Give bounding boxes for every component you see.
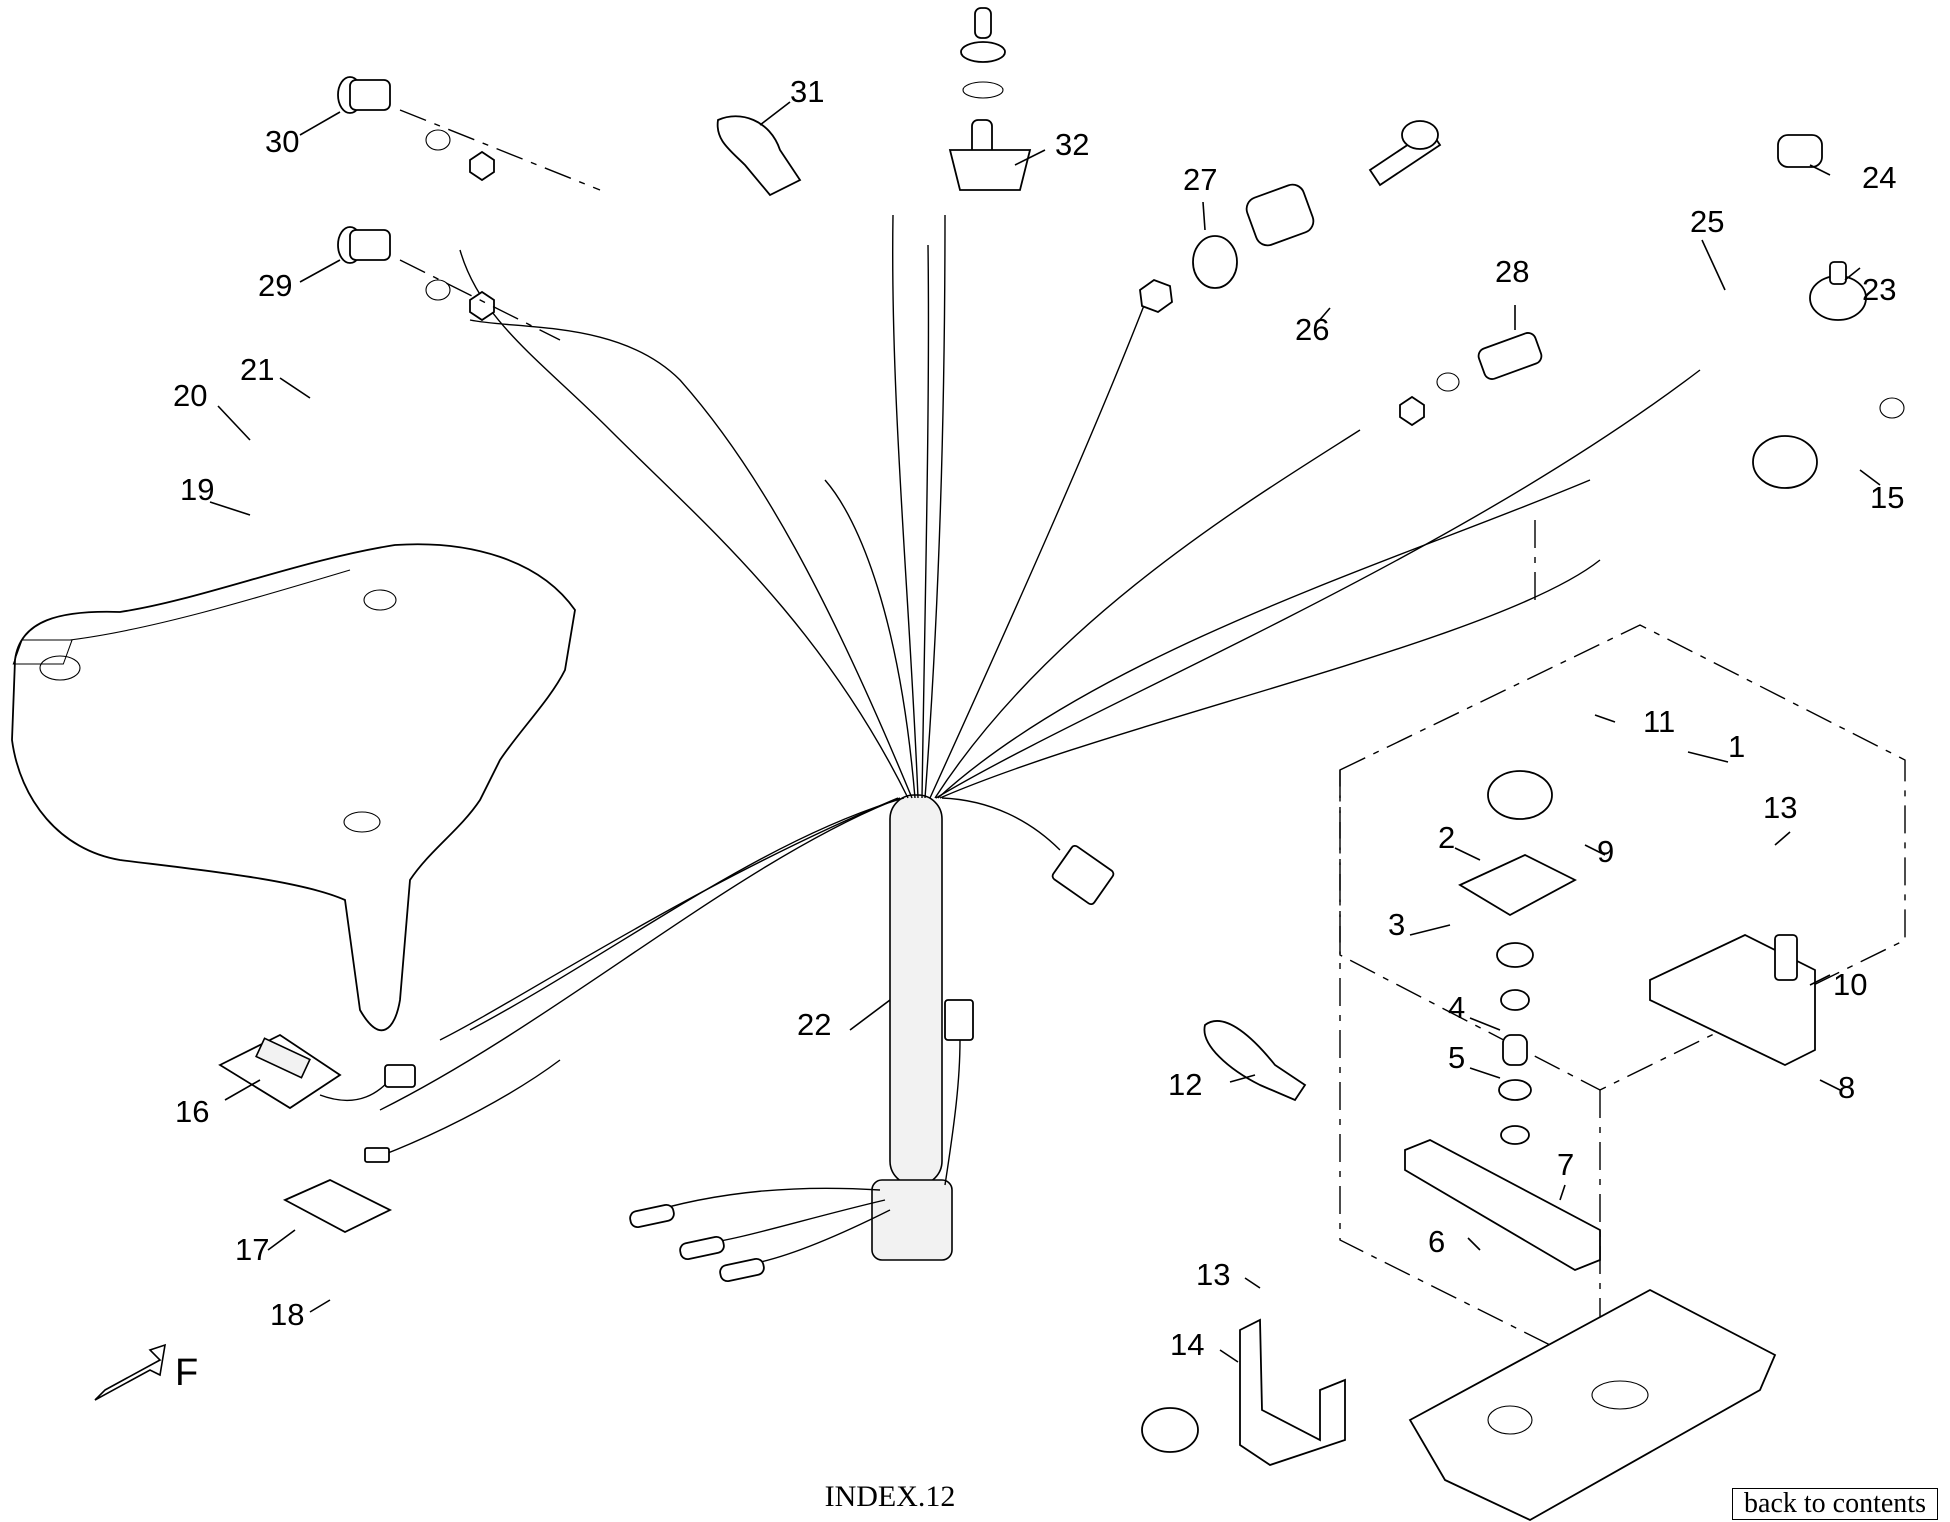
- potentiometer-15: [1752, 397, 1905, 489]
- callout-10: 10: [1833, 967, 1867, 1002]
- front-direction-arrow: [94, 1343, 167, 1401]
- callout-3: 3: [1388, 907, 1405, 942]
- callout-32: 32: [1055, 127, 1089, 162]
- key-switch-26: [1139, 120, 1442, 314]
- callouts: 1 2 3 4 5 6 7 8 9 10 11 12 13 13 14 15 1…: [173, 74, 1904, 1394]
- callout-30: 30: [265, 124, 299, 159]
- callout-8: 8: [1838, 1070, 1855, 1105]
- callout-5: 5: [1448, 1040, 1465, 1075]
- potentiometer-23: [1809, 261, 1867, 321]
- callout-13a: 13: [1763, 790, 1797, 825]
- callout-20: 20: [173, 378, 207, 413]
- toggle-switch-32: [948, 7, 1032, 191]
- callout-12: 12: [1168, 1067, 1202, 1102]
- callout-2: 2: [1438, 820, 1455, 855]
- callout-9: 9: [1597, 834, 1614, 869]
- callout-26: 26: [1295, 312, 1329, 347]
- leader-lines: [209, 101, 1881, 1363]
- plug-28: [1399, 332, 1543, 427]
- callout-27: 27: [1183, 162, 1217, 197]
- callout-7: 7: [1557, 1147, 1574, 1182]
- lever-assembly: [1203, 770, 1601, 1271]
- callout-1: 1: [1728, 729, 1745, 764]
- direction-label: F: [175, 1352, 198, 1394]
- callout-16: 16: [175, 1094, 209, 1129]
- wire-harness: [379, 214, 1701, 1282]
- bracket-8: [1649, 933, 1816, 1067]
- callout-6: 6: [1428, 1224, 1445, 1259]
- callout-21: 21: [240, 352, 274, 387]
- callout-31: 31: [790, 74, 824, 109]
- callout-4: 4: [1448, 990, 1465, 1025]
- console-cover: [11, 543, 576, 1032]
- callout-29: 29: [258, 268, 292, 303]
- callout-25: 25: [1690, 204, 1724, 239]
- callout-11: 11: [1643, 704, 1675, 739]
- assembly-outline-lower: [1339, 770, 1621, 1381]
- display-board: [218, 1033, 416, 1110]
- callout-19: 19: [180, 472, 214, 507]
- bracket-31: [716, 115, 802, 197]
- callout-24: 24: [1862, 160, 1896, 195]
- callout-13b: 13: [1196, 1257, 1230, 1292]
- back-to-contents-link[interactable]: back to contents: [1732, 1488, 1938, 1520]
- clip-10: [1774, 934, 1798, 981]
- callout-22: 22: [797, 1007, 831, 1042]
- index-label: INDEX.12: [824, 1480, 956, 1513]
- callout-15: 15: [1870, 480, 1904, 515]
- switch-30: [337, 76, 495, 182]
- callout-23: 23: [1862, 272, 1896, 307]
- pot-bracket-14: [1141, 1318, 1346, 1466]
- switch-29: [337, 226, 495, 322]
- knob-24: [1777, 134, 1823, 168]
- callout-28: 28: [1495, 254, 1529, 289]
- callout-17: 17: [235, 1232, 269, 1267]
- callout-14: 14: [1170, 1327, 1204, 1362]
- sub-board: [282, 1059, 561, 1234]
- base-plate: [1408, 1288, 1777, 1522]
- assembly-outline: [1339, 624, 1906, 1091]
- callout-18: 18: [270, 1297, 304, 1332]
